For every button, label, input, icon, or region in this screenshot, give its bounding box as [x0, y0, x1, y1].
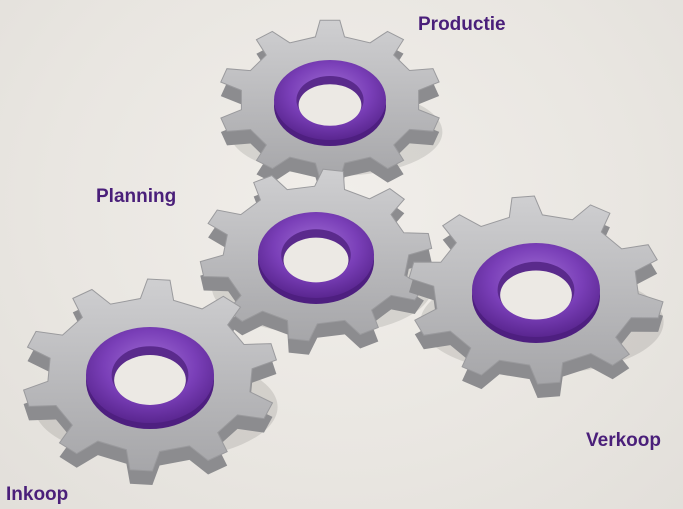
- gear-hole: [114, 355, 186, 405]
- label-inkoop: Inkoop: [6, 484, 69, 505]
- label-planning: Planning: [96, 186, 177, 207]
- label-productie: Productie: [418, 14, 506, 35]
- gear-hole: [298, 84, 362, 126]
- gear-hole: [283, 237, 349, 283]
- gear-verkoop: [408, 195, 664, 398]
- gear-hole: [500, 270, 572, 320]
- gear-planning: [199, 168, 433, 355]
- gear-inkoop: [22, 278, 278, 485]
- gear-productie: [220, 19, 443, 194]
- label-verkoop: Verkoop: [586, 430, 661, 451]
